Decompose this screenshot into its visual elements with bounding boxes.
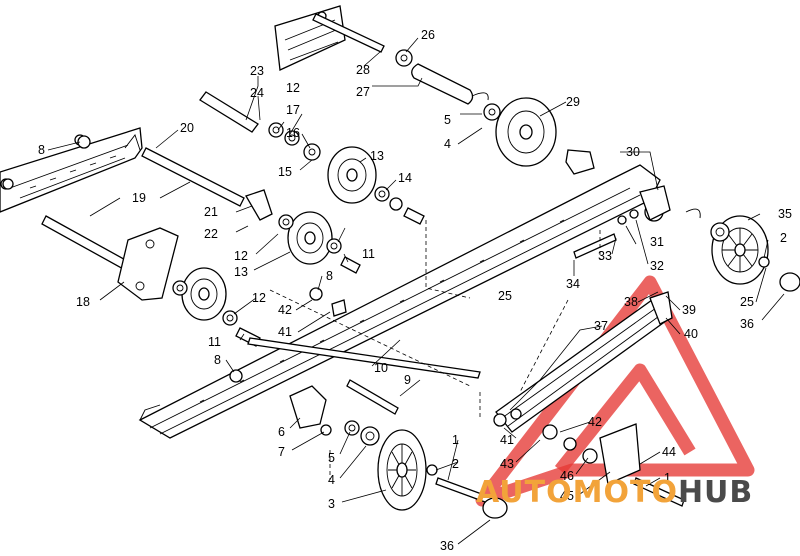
callout-40: 40 [684, 327, 698, 341]
callout-13: 13 [370, 149, 384, 163]
mount-plate [274, 5, 346, 71]
callout-38: 38 [624, 295, 638, 309]
callout-3: 3 [328, 497, 335, 511]
callout-5: 5 [444, 113, 451, 127]
callout-9: 9 [404, 373, 411, 387]
alignment-lines [269, 220, 601, 480]
callout-42: 42 [588, 415, 602, 429]
callout-14: 14 [398, 171, 412, 185]
callout-2: 2 [452, 457, 459, 471]
callout-32: 32 [650, 259, 664, 273]
callout-11: 11 [362, 247, 375, 261]
callout-25: 25 [498, 289, 512, 303]
callout-12: 12 [286, 81, 300, 95]
callout-31: 31 [650, 235, 664, 249]
wheel-29 [495, 97, 557, 167]
callout-22: 22 [204, 227, 218, 241]
callout-18: 18 [76, 295, 90, 309]
callout-34: 34 [566, 277, 580, 291]
callout-45: 45 [560, 489, 574, 503]
bracket-21 [245, 189, 273, 221]
callout-12: 12 [234, 249, 248, 263]
callout-43: 43 [500, 457, 514, 471]
callout-29: 29 [566, 95, 580, 109]
wheel-13-upper [327, 146, 377, 204]
swing-arm [493, 291, 673, 433]
callout-15: 15 [278, 165, 292, 179]
left-rail [0, 127, 143, 213]
bracket-6 [289, 385, 327, 429]
callout-4: 4 [328, 473, 335, 487]
callout-26: 26 [421, 28, 435, 42]
callout-12: 12 [252, 291, 266, 305]
watermark-word-automoto: AUTOMOTO [476, 475, 678, 510]
callout-42: 42 [278, 303, 292, 317]
callout-16: 16 [286, 126, 300, 140]
callout-19: 19 [132, 191, 146, 205]
watermark-word-hub: HUB [678, 475, 753, 510]
callout-36: 36 [740, 317, 754, 331]
shafts [41, 13, 685, 507]
wheel-13-mid [287, 211, 333, 265]
callout-5: 5 [328, 451, 335, 465]
bracket-18 [117, 227, 179, 301]
callout-33: 33 [598, 249, 612, 263]
callout-37: 37 [594, 319, 608, 333]
watermark-triangle-inner [554, 363, 696, 475]
hub-30 [639, 185, 671, 221]
leader-lines [47, 37, 785, 545]
svg-text:AUTOMOTOHUB: AUTOMOTOHUB [476, 475, 753, 510]
callout-44: 44 [662, 445, 676, 459]
callout-41: 41 [500, 433, 514, 447]
callout-13: 13 [234, 265, 248, 279]
callout-20: 20 [180, 121, 194, 135]
callout-1: 1 [452, 433, 459, 447]
callout-25: 25 [740, 295, 754, 309]
callout-24: 24 [250, 86, 264, 100]
callout-27: 27 [356, 85, 370, 99]
callout-8: 8 [326, 269, 333, 283]
callout-28: 28 [356, 63, 370, 77]
callout-30: 30 [626, 145, 640, 159]
hardware [2, 49, 800, 519]
callout-46: 46 [560, 469, 574, 483]
callout-41: 41 [278, 325, 292, 339]
callout-36: 36 [440, 539, 454, 553]
wheel-3 [377, 429, 427, 511]
watermark-wordmark: AUTOMOTOHUB [476, 475, 753, 510]
main-rail [138, 164, 661, 439]
wheels [181, 97, 769, 511]
callout-39: 39 [682, 303, 696, 317]
brackets [117, 185, 671, 429]
callout-10: 10 [374, 361, 388, 375]
callout-4: 4 [444, 137, 451, 151]
callout-7: 7 [278, 445, 285, 459]
callout-23: 23 [250, 64, 264, 78]
wheel-13-lower [181, 267, 227, 321]
callout-8: 8 [38, 143, 45, 157]
callout-1: 1 [664, 471, 671, 485]
callout-11: 11 [208, 335, 221, 349]
callout-21: 21 [204, 205, 218, 219]
callout-numbers: 26 28 23 24 12 17 16 15 27 5 4 29 13 14 … [38, 28, 792, 553]
callout-6: 6 [278, 425, 285, 439]
callout-17: 17 [286, 103, 300, 117]
callout-2: 2 [780, 231, 787, 245]
callout-8: 8 [214, 353, 221, 367]
callout-35: 35 [778, 207, 792, 221]
